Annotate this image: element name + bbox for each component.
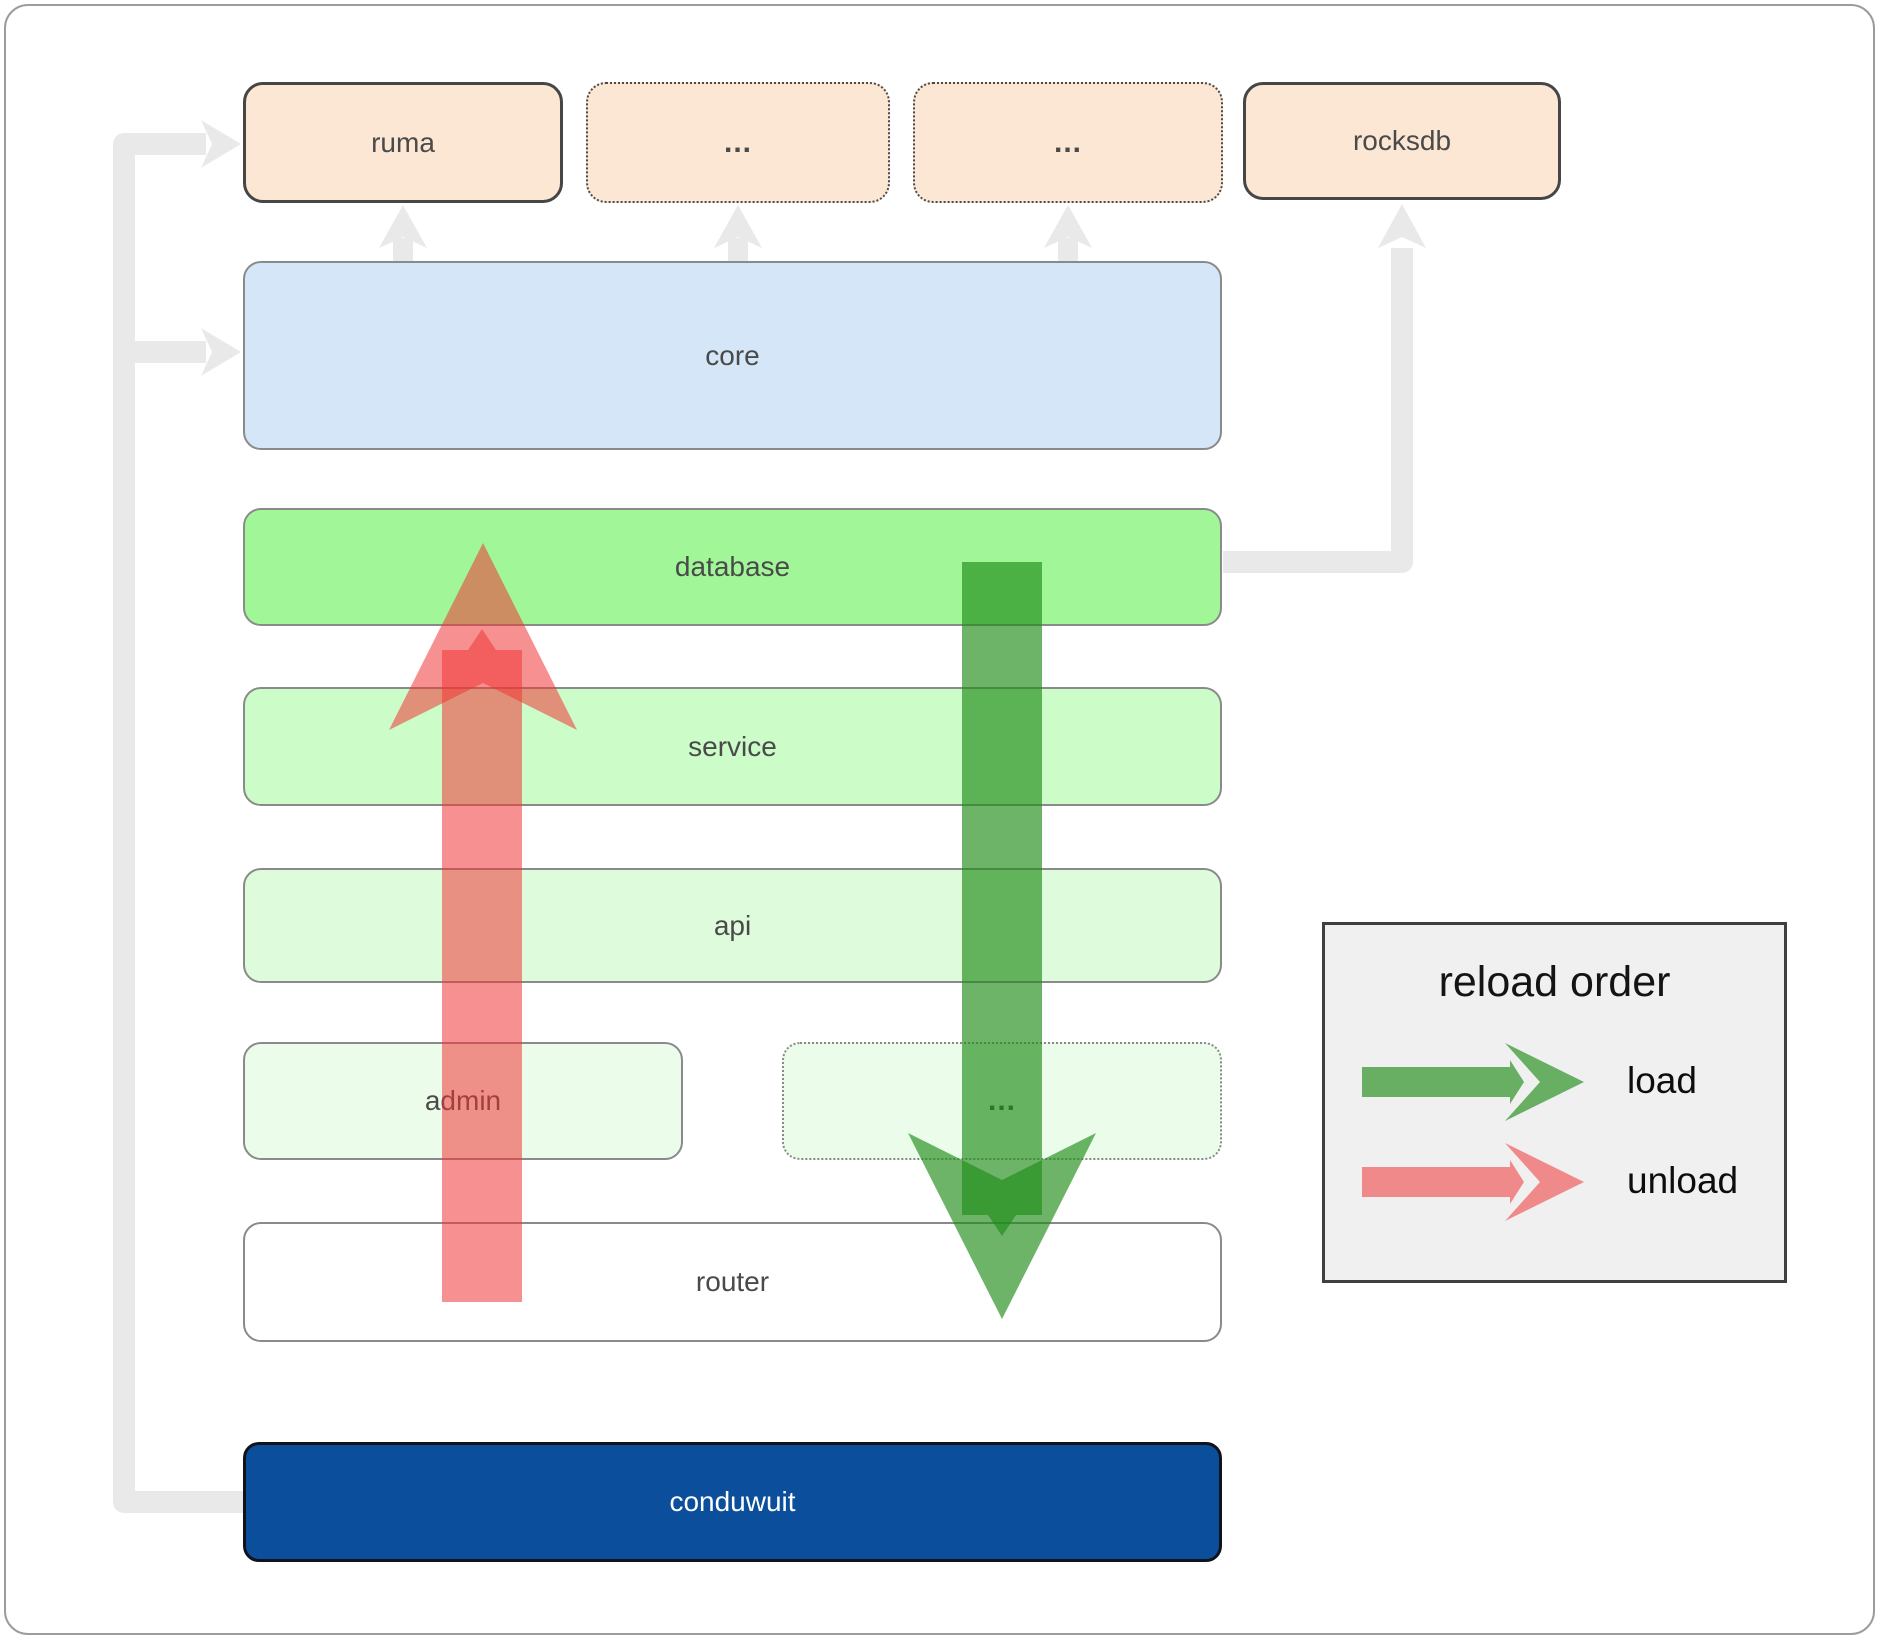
box-rocksdb-label: rocksdb	[1352, 125, 1452, 156]
box-core: core	[243, 261, 1222, 450]
box-api: api	[243, 868, 1222, 983]
box-database: database	[243, 508, 1222, 626]
box-core-label: core	[705, 339, 760, 371]
box-other-crate-1-label: ...	[723, 125, 752, 159]
box-admin: admin	[243, 1042, 683, 1160]
box-other-service-label: ...	[987, 1084, 1016, 1117]
box-other-service: ...	[782, 1042, 1222, 1160]
box-api-label: api	[713, 909, 752, 941]
box-other-crate-1: ...	[586, 82, 890, 203]
box-ruma-label: ruma	[371, 126, 435, 158]
box-conduwuit-label: conduwuit	[669, 1486, 796, 1517]
box-conduwuit: conduwuit	[243, 1442, 1222, 1562]
box-other-crate-2-label: ...	[1053, 125, 1082, 159]
box-rocksdb: rocksdb	[1243, 82, 1561, 200]
legend-title: reload order	[1438, 958, 1671, 1006]
diagram-border	[4, 4, 1875, 1635]
box-ruma: ruma	[243, 82, 563, 203]
box-database-label: database	[674, 551, 791, 582]
box-service: service	[243, 687, 1222, 806]
box-service-label: service	[688, 730, 777, 762]
box-admin-label: admin	[424, 1085, 502, 1116]
box-router: router	[243, 1222, 1222, 1342]
legend-unload-label: unload	[1627, 1160, 1739, 1201]
legend-load-label: load	[1627, 1060, 1697, 1101]
box-router-label: router	[695, 1266, 770, 1297]
box-other-crate-2: ...	[913, 82, 1223, 203]
